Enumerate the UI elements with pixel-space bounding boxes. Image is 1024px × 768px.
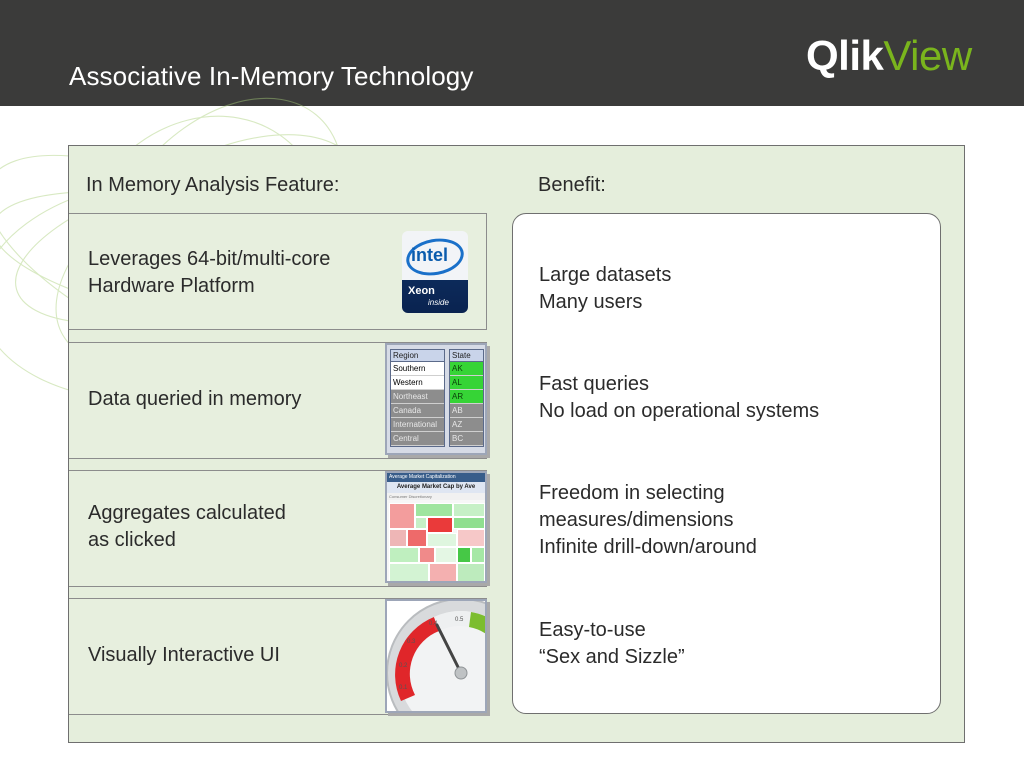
benefit-box: Large datasets Many users Fast queries N… bbox=[512, 213, 941, 714]
header-bar: Associative In-Memory Technology QlikVie… bbox=[0, 0, 1024, 106]
region-item: Northeast bbox=[391, 390, 444, 404]
state-item: AR bbox=[450, 390, 483, 404]
state-listbox: State AK AL AR AB AZ BC bbox=[449, 349, 484, 447]
heatmap-cell bbox=[457, 529, 485, 547]
gauge-thumbnail: 0.1 0.2 0.3 0.4 0.5 bbox=[385, 599, 487, 713]
benefit-group-scale: Large datasets Many users bbox=[539, 262, 671, 316]
state-item: AK bbox=[450, 362, 483, 376]
state-item: AZ bbox=[450, 418, 483, 432]
heatmap-cell bbox=[471, 547, 485, 563]
feature-row-aggregates: Aggregates calculated as clicked Average… bbox=[69, 470, 487, 587]
region-item: Canada bbox=[391, 404, 444, 418]
heatmap-cell bbox=[435, 547, 457, 563]
benefit-line: Infinite drill-down/around bbox=[539, 536, 757, 558]
heatmap-cell bbox=[389, 547, 419, 563]
gauge-label: 0.4 bbox=[429, 621, 438, 627]
heatmap-chart-title: Average Market Cap by Ave bbox=[387, 482, 485, 493]
state-item: AB bbox=[450, 404, 483, 418]
feature-column-header: In Memory Analysis Feature: bbox=[86, 174, 340, 196]
heatmap-cell bbox=[429, 563, 457, 581]
feature-row-memory: Data queried in memory Region Southern W… bbox=[69, 342, 487, 459]
gauge-label: 0.5 bbox=[455, 617, 464, 623]
heatmap-cell bbox=[407, 529, 427, 547]
benefit-line: Many users bbox=[539, 291, 643, 313]
gauge-label: 0.1 bbox=[399, 685, 408, 691]
gauge-needle bbox=[435, 623, 463, 675]
feature-text-hardware: Leverages 64-bit/multi-core Hardware Pla… bbox=[88, 248, 331, 297]
heatmap-cell bbox=[453, 517, 485, 529]
benefit-line: Large datasets bbox=[539, 264, 672, 286]
heatmap-cell bbox=[419, 547, 435, 563]
benefit-line: measures/dimensions bbox=[539, 509, 734, 531]
feature-row-hardware: Leverages 64-bit/multi-core Hardware Pla… bbox=[69, 213, 487, 330]
feature-row-visual-ui: Visually Interactive UI 0.1 0.2 0.3 0.4 … bbox=[69, 598, 487, 715]
listbox-thumbnail: Region Southern Western Northeast Canada… bbox=[385, 343, 487, 455]
benefit-line: No load on operational systems bbox=[539, 400, 820, 422]
region-item: Central bbox=[391, 432, 444, 446]
heatmap-cell bbox=[389, 563, 429, 581]
benefit-group-usability: Easy-to-use “Sex and Sizzle” bbox=[539, 617, 685, 671]
benefit-line: “Sex and Sizzle” bbox=[539, 646, 685, 668]
intel-wordmark: intel bbox=[411, 245, 449, 265]
slide-title: Associative In-Memory Technology bbox=[69, 61, 474, 91]
gauge-label: 0.3 bbox=[407, 639, 416, 645]
heatmap-window-title: Average Market Capitalization bbox=[387, 473, 485, 482]
heatmap-subheader: Consumer Discretionary bbox=[387, 493, 485, 500]
heatmap-cell bbox=[457, 547, 471, 563]
gauge-label: 0.2 bbox=[399, 663, 408, 669]
heatmap-cell bbox=[427, 533, 457, 547]
heatmap-cell bbox=[427, 517, 453, 533]
heatmap-cell bbox=[389, 529, 407, 547]
heatmap-cell bbox=[453, 503, 485, 517]
benefit-group-speed: Fast queries No load on operational syst… bbox=[539, 371, 819, 425]
region-item: Southern bbox=[391, 362, 444, 376]
feature-text-visual-ui: Visually Interactive UI bbox=[88, 644, 280, 666]
gauge-chart: 0.1 0.2 0.3 0.4 0.5 bbox=[387, 601, 485, 711]
feature-benefit-panel: In Memory Analysis Feature: Benefit: Lev… bbox=[68, 145, 965, 743]
heatmap-thumbnail: Average Market Capitalization Average Ma… bbox=[385, 471, 487, 583]
region-listbox: Region Southern Western Northeast Canada… bbox=[390, 349, 445, 447]
feature-text-memory: Data queried in memory bbox=[88, 388, 302, 410]
state-item: BC bbox=[450, 432, 483, 446]
region-item: Western bbox=[391, 376, 444, 390]
region-listbox-header: Region bbox=[391, 350, 444, 362]
benefit-line: Fast queries bbox=[539, 373, 650, 395]
benefit-line: Freedom in selecting bbox=[539, 482, 725, 504]
heatmap-cell bbox=[415, 503, 453, 517]
intel-xeon-logo: intel Xeon inside bbox=[402, 231, 468, 313]
benefit-group-freedom: Freedom in selecting measures/dimensions… bbox=[539, 480, 757, 561]
heatmap-cell bbox=[415, 517, 427, 529]
state-item: AL bbox=[450, 376, 483, 390]
benefit-line: Easy-to-use bbox=[539, 619, 646, 641]
benefit-column-header: Benefit: bbox=[538, 174, 606, 196]
state-listbox-header: State bbox=[450, 350, 483, 362]
feature-text-aggregates: Aggregates calculated as clicked bbox=[88, 502, 286, 551]
inside-wordmark: inside bbox=[428, 298, 449, 307]
region-item: International bbox=[391, 418, 444, 432]
heatmap-cell bbox=[457, 563, 485, 581]
logo-part-qlik: Qlik bbox=[806, 32, 884, 79]
heatmap-cell bbox=[389, 503, 415, 529]
xeon-wordmark: Xeon bbox=[408, 285, 435, 297]
qlikview-logo: QlikView bbox=[806, 32, 972, 80]
logo-part-view: View bbox=[883, 32, 972, 79]
